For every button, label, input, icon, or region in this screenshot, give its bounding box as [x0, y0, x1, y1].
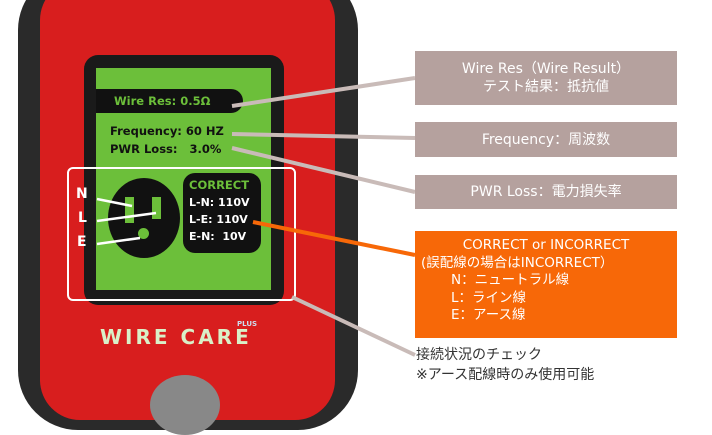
callout-correct-n: N：ニュートラル線 [451, 272, 570, 288]
frequency-readout: Frequency: 60 HZ [110, 124, 224, 138]
reading-en: E-N: 10V [189, 230, 247, 243]
status-label: CORRECT [189, 178, 250, 192]
note-line2: ※アース配線時のみ使用可能 [416, 367, 595, 383]
wire-res-readout: Wire Res: 0.5Ω [96, 89, 243, 113]
terminal-l: L [78, 210, 87, 226]
callout-frequency: Frequency：周波数 [415, 122, 677, 157]
terminal-e: E [77, 234, 87, 250]
connection-note: 接続状況のチェック ※アース配線時のみ使用可能 [416, 345, 594, 385]
pwr-loss-readout: PWR Loss: 3.0% [110, 142, 222, 156]
terminal-n: N [76, 186, 88, 202]
highlight-frame [67, 167, 296, 301]
callout-correct-e: E：アース線 [451, 307, 526, 323]
leader-lines [96, 76, 416, 357]
callout-wire-res-line2: テスト結果：抵抗値 [483, 79, 609, 95]
reading-le: L-E: 110V [189, 213, 248, 226]
callout-wire-res: Wire Res（Wire Result） テスト結果：抵抗値 [415, 51, 677, 105]
wirecare-logo: WIRE CARE [100, 325, 252, 349]
callout-correct: CORRECT or INCORRECT (誤配線の場合はINCORRECT） … [415, 231, 677, 338]
note-line1: 接続状況のチェック [416, 347, 542, 363]
callout-correct-l: L：ライン線 [451, 289, 527, 306]
callout-correct-line2: (誤配線の場合はINCORRECT） [421, 254, 614, 271]
callout-pwr-loss: PWR Loss：電力損失率 [415, 175, 677, 209]
reading-ln: L-N: 110V [189, 196, 250, 209]
wiring-status-panel: CORRECT L-N: 110V L-E: 110V E-N: 10V [183, 173, 261, 253]
callout-wire-res-line1: Wire Res（Wire Result） [461, 61, 631, 77]
callout-correct-line1: CORRECT or INCORRECT [462, 237, 630, 253]
logo-plus: PLUS [237, 320, 258, 328]
